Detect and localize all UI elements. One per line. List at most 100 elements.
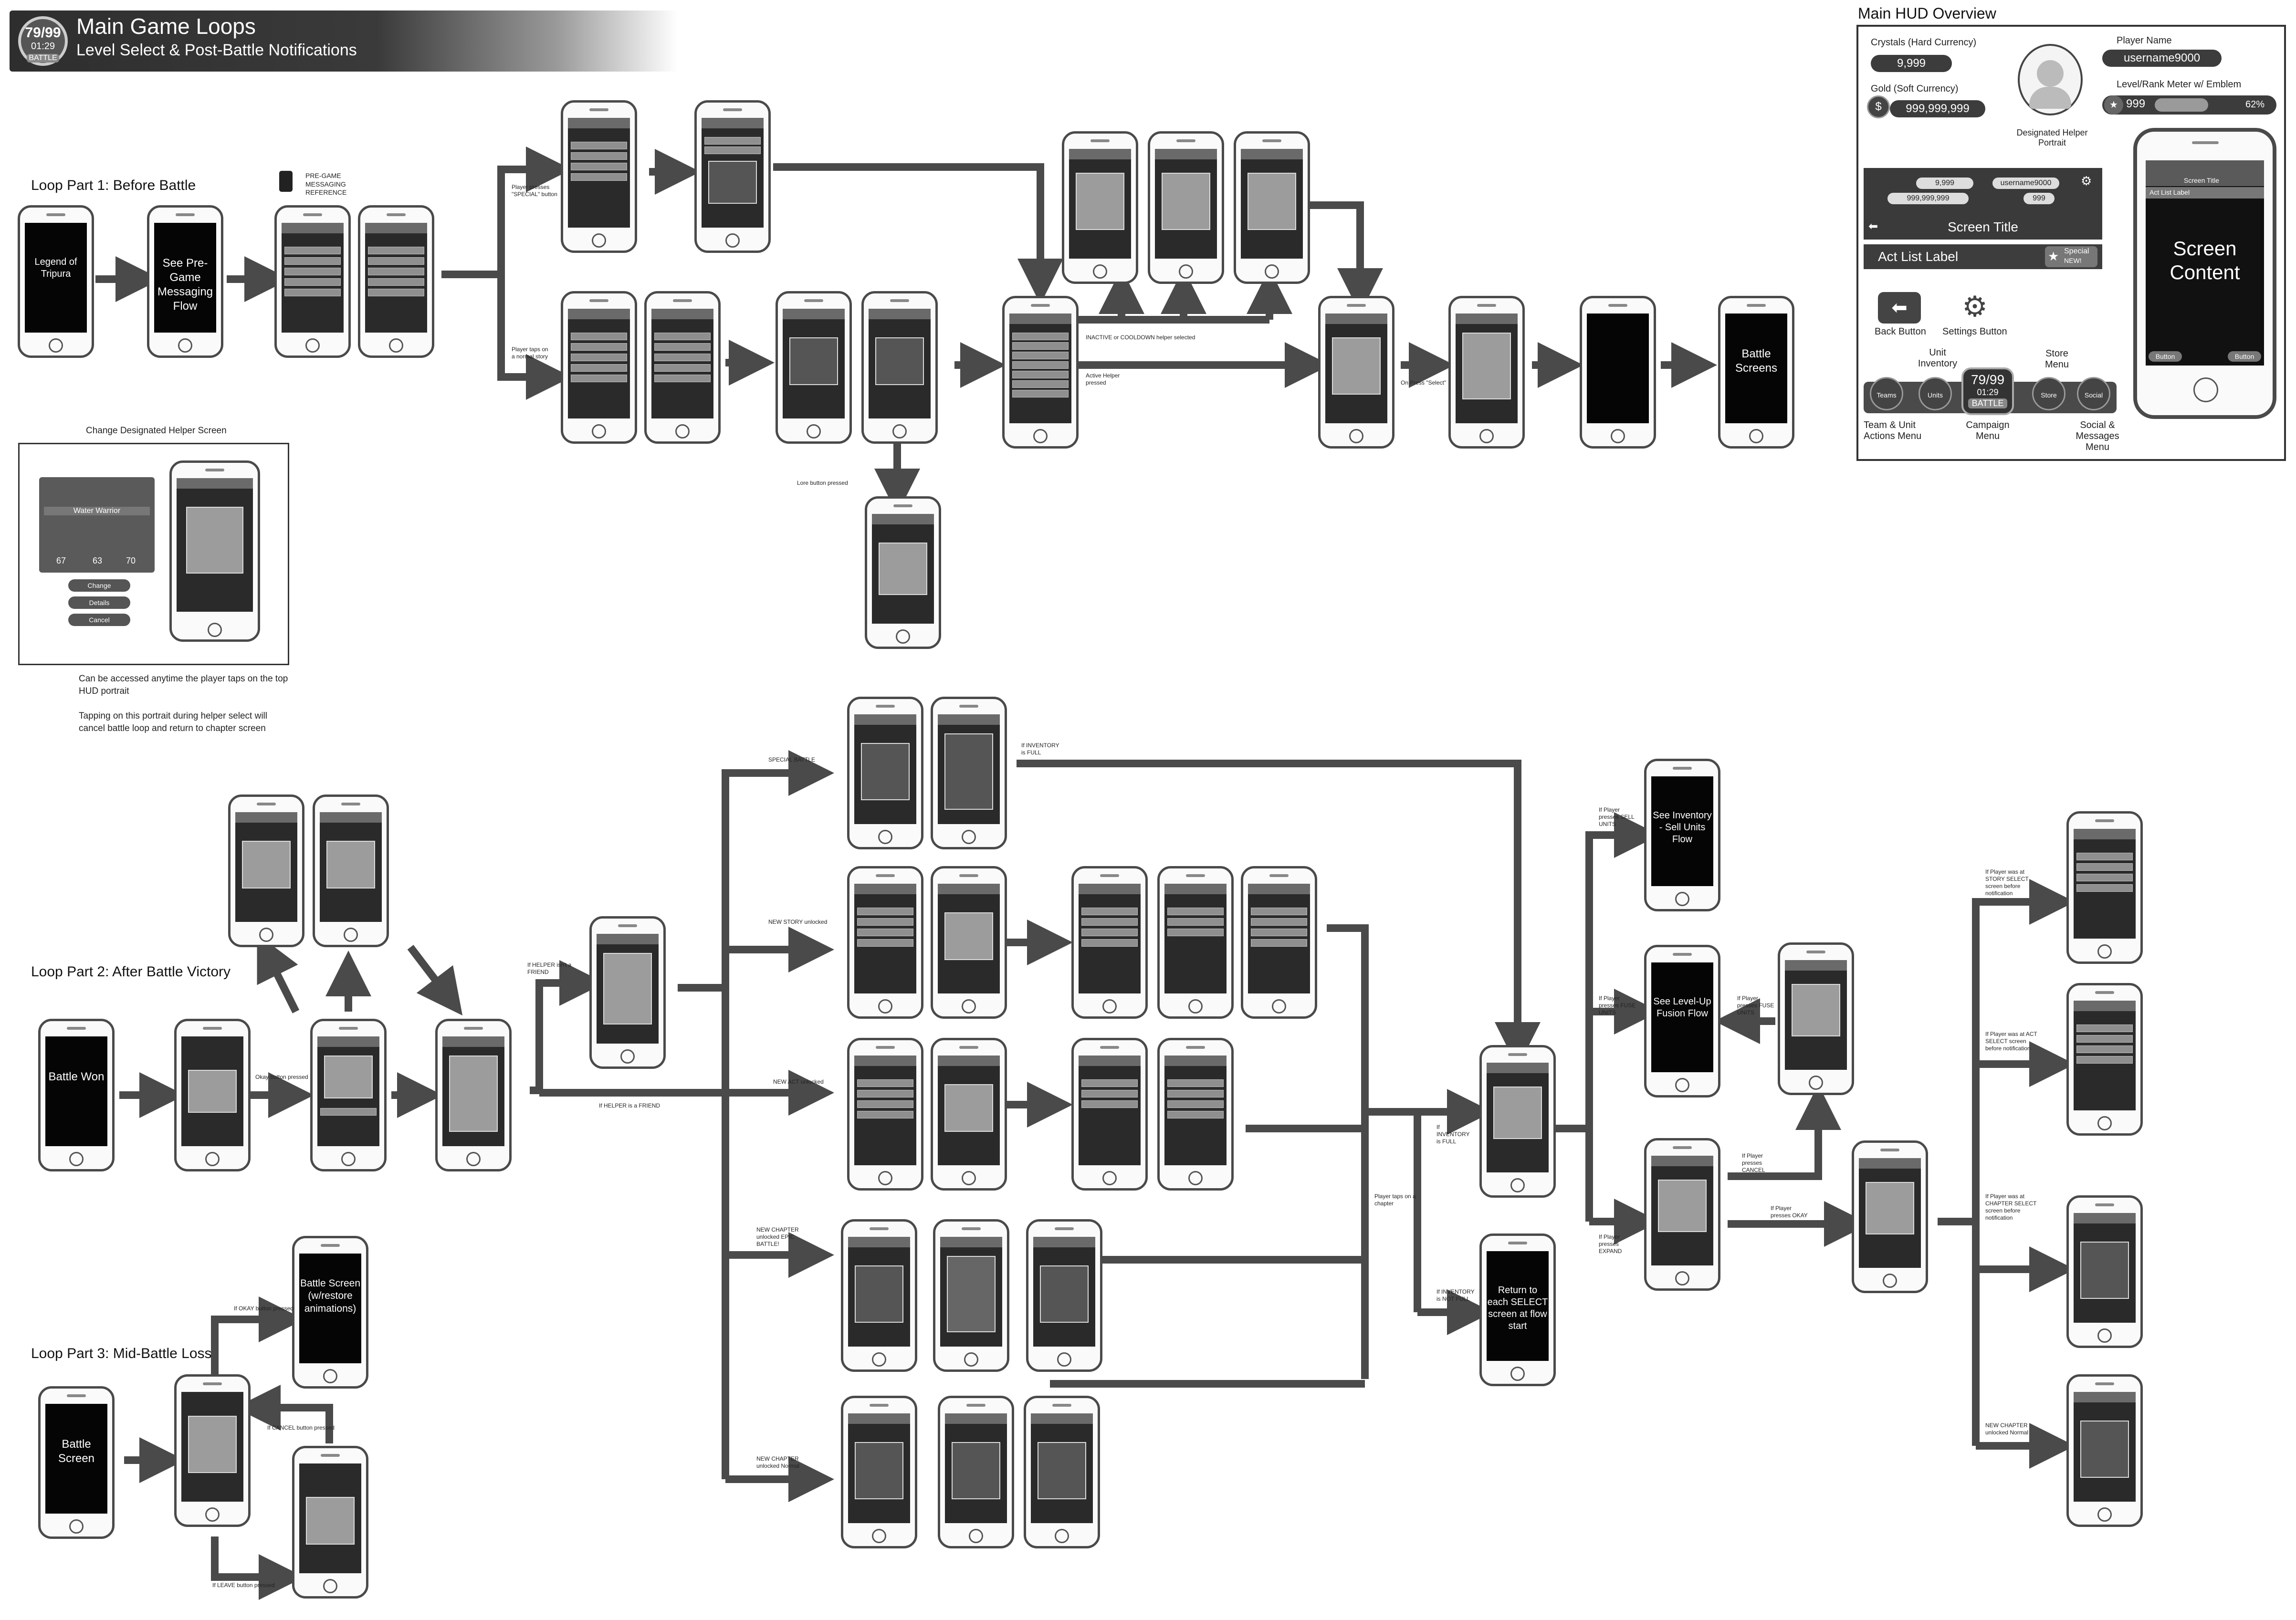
note-story-select-before: If Player was at STORY SELECT screen bef… — [1985, 868, 2029, 897]
restore-text: Battle Screen (w/restore animations) — [300, 1278, 361, 1314]
phone-story-select-single-bonus — [561, 291, 637, 444]
phone-capacity-reached — [1479, 1045, 1556, 1198]
level-percent: 62% — [2245, 99, 2265, 110]
phone-story-select-newest — [1241, 866, 1317, 1019]
note-if-cancel: If CANCEL button pressed — [267, 1424, 335, 1431]
details-button[interactable]: Details — [68, 596, 130, 609]
phone-act-select-screen-2 — [1026, 1219, 1102, 1372]
phone-rewards-screen — [435, 1019, 512, 1171]
phone-hud-example: Screen Title Act List Label Screen Conte… — [2133, 128, 2276, 419]
phone-story-select-double-bonus — [644, 291, 721, 444]
nav-units-button[interactable]: Units — [1919, 377, 1952, 410]
loop1-title: Loop Part 1: Before Battle — [31, 178, 196, 193]
title-screen-text: Legend of Tripura — [34, 257, 77, 279]
battle-won-text: Battle Won — [48, 1070, 105, 1083]
back-arrow-icon[interactable]: ⬅ — [1868, 220, 1878, 233]
hud-bar-sample: 9,999 999,999,999 username9000 999 ⚙ ⬅ S… — [1864, 168, 2102, 240]
phone-loading-screen-3 — [292, 1446, 368, 1599]
change-button[interactable]: Change — [68, 579, 130, 592]
phone-act-unlocking-animation — [1071, 1038, 1148, 1191]
phone-expand-inventory — [1644, 1138, 1720, 1291]
phone-return-to-select: Return to each SELECT screen at flow sta… — [1479, 1233, 1556, 1386]
note-inventory-full-1: If INVENTORY is FULL — [1021, 742, 1059, 756]
helper-portrait-label: Designated Helper Portrait — [2016, 128, 2088, 147]
phone-teams-screen — [1448, 296, 1525, 449]
phone-reference-icon — [279, 171, 293, 192]
settings-gear-icon[interactable]: ⚙ — [2081, 174, 2092, 188]
phone-reactivate-helper-request-2 — [1234, 131, 1310, 284]
settings-icon[interactable]: ⚙ — [1962, 291, 1988, 323]
helper-screen-title: Change Designated Helper Screen — [86, 426, 227, 436]
branch-new-story: NEW STORY unlocked — [768, 919, 828, 925]
branch-new-act: NEW ACT unlocked — [773, 1078, 824, 1085]
phone-helper-select[interactable] — [1002, 296, 1079, 449]
example-screen-title: Screen Title — [2184, 177, 2219, 184]
phone-inventory-expanded — [1852, 1140, 1928, 1293]
gold-coin-icon: $ — [1867, 95, 1890, 118]
note-fuse-units: If Player presses FUSE UNITS — [1599, 995, 1636, 1016]
phone-friend-request[interactable] — [589, 916, 666, 1069]
level-value: 999 — [2126, 97, 2146, 110]
battle-screens-text: Battle Screens — [1735, 347, 1778, 375]
hud-sample-name: username9000 — [1992, 178, 2059, 189]
phone-act-select-all-unlocked — [847, 866, 923, 1019]
example-button-left[interactable]: Button — [2149, 351, 2182, 362]
phone-act-select-return — [2066, 983, 2143, 1136]
note-on-press-select: On Press "Select" — [1401, 379, 1447, 386]
phone-act-select-screen-4 — [1024, 1396, 1100, 1548]
back-button-icon[interactable]: ⬅ — [1878, 292, 1921, 324]
nav-teams-button[interactable]: Teams — [1870, 377, 1903, 410]
hud-sample-gold: 999,999,999 — [1887, 193, 1969, 204]
store-menu-label: Store Menu — [2044, 348, 2069, 370]
phone-act-select-newest — [1157, 1038, 1234, 1191]
phone-battle-screen: Battle Screen — [38, 1386, 115, 1539]
phone-act-select-special-3 — [931, 697, 1007, 849]
example-button-right[interactable]: Button — [2228, 351, 2261, 362]
settings-button-label: Settings Button — [1942, 326, 2007, 337]
note-sell-units: If Player presses SELL UNITS — [1599, 806, 1635, 827]
phone-crystal-reward-notice-1 — [931, 866, 1007, 1019]
nav-store-button[interactable]: Store — [2032, 377, 2065, 410]
fusion-flow-text: See Level-Up Fusion Flow — [1653, 996, 1711, 1019]
phone-story-select-return — [2066, 811, 2143, 964]
header-banner — [10, 10, 678, 72]
hud-sample-level: 999 — [2023, 193, 2055, 204]
phone-act-select-return-2 — [2066, 1374, 2143, 1527]
example-act-label: Act List Label — [2149, 188, 2190, 196]
level-meter-fill — [2155, 98, 2208, 112]
nav-units-label: Units — [1928, 391, 1943, 399]
branch-special-battle: SPECIAL BATTLE — [768, 756, 816, 763]
nav-battle-count: 79/99 — [1971, 372, 2005, 387]
gold-label: Gold (Soft Currency) — [1871, 84, 1959, 94]
player-name-value: username9000 — [2102, 50, 2222, 67]
badge-timer: 01:29 — [31, 41, 55, 52]
note-helper-friend: If HELPER is a FRIEND — [599, 1102, 660, 1109]
phone-chapter-select-return — [2066, 1195, 2143, 1348]
battle-screen-text: Battle Screen — [58, 1438, 95, 1465]
note-inventory-not-full: If INVENTORY is NOT FULL — [1436, 1288, 1475, 1302]
helper-note-1: Can be accessed anytime the player taps … — [79, 674, 288, 696]
note-helper-active: Active Helper pressed — [1086, 372, 1120, 386]
phone-story-unlock-animation — [1157, 866, 1234, 1019]
special-star-icon: ★ — [2048, 249, 2059, 263]
nav-battle-label: BATTLE — [1968, 398, 2007, 408]
note-if-leave: If LEAVE button pressed — [212, 1582, 275, 1589]
phone-battle-won: Battle Won — [38, 1019, 115, 1171]
phone-reactivate-helper-request — [1062, 131, 1138, 284]
helper-portrait[interactable] — [2018, 44, 2083, 115]
phone-story-select-screen — [1071, 866, 1148, 1019]
act-list-bar[interactable]: Act List Label Special NEW! ★ — [1864, 244, 2102, 269]
note-act-select-before: If Player was at ACT SELECT screen befor… — [1985, 1031, 2037, 1052]
nav-social-button[interactable]: Social — [2077, 377, 2110, 410]
phone-pregame-screen: See Pre-Game Messaging Flow — [147, 205, 223, 358]
badge-count: 79/99 — [25, 25, 61, 41]
team-menu-label: Team & Unit Actions Menu — [1864, 420, 1922, 441]
example-hud-top: Screen Title — [2146, 160, 2264, 186]
phone-crystal-reward-notice-2 — [931, 1038, 1007, 1191]
phone-story-select-special — [561, 100, 637, 253]
cancel-button[interactable]: Cancel — [68, 614, 130, 626]
note-helper-inactive: INACTIVE or COOLDOWN helper selected — [1086, 334, 1195, 341]
phone-title-screen: Legend of Tripura — [18, 205, 94, 358]
nav-battle-button[interactable]: 79/99 01:29 BATTLE — [1961, 367, 2014, 415]
